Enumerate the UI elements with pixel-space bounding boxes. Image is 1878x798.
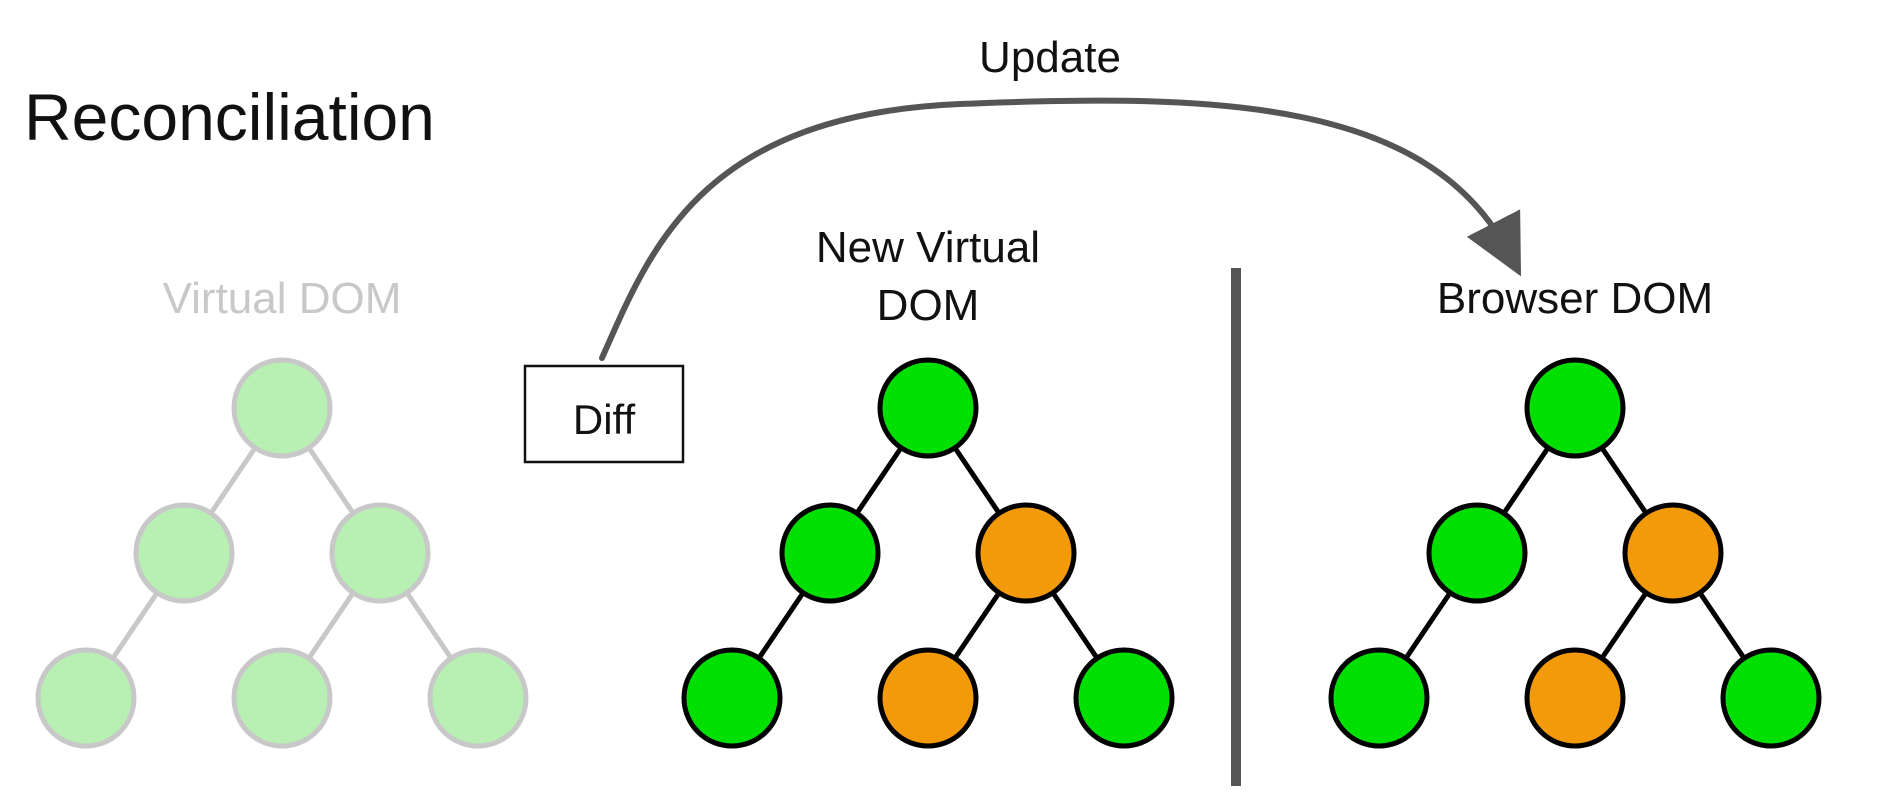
new-virtual-dom-label-line-0: New Virtual	[816, 223, 1040, 272]
browser-dom-node-3-unchanged	[1328, 647, 1430, 749]
virtual-dom-node-4-unchanged	[231, 647, 333, 749]
browser-dom-node-0-unchanged	[1524, 357, 1626, 459]
new-virtual-dom-node-2-changed	[975, 502, 1077, 604]
new-virtual-dom-node-3-unchanged	[681, 647, 783, 749]
virtual-dom-tree: Virtual DOM	[35, 274, 529, 749]
browser-dom-node-5-unchanged	[1720, 647, 1822, 749]
browser-dom-node-4-changed	[1524, 647, 1626, 749]
new-virtual-dom-node-1-unchanged	[779, 502, 881, 604]
page-title: Reconciliation	[24, 80, 435, 154]
update-arrow	[599, 97, 1522, 361]
browser-dom-label-line-0: Browser DOM	[1437, 274, 1713, 323]
new-virtual-dom-label-line-1: DOM	[877, 281, 980, 330]
browser-dom-node-1-unchanged	[1426, 502, 1528, 604]
virtual-dom-node-5-unchanged	[427, 647, 529, 749]
new-virtual-dom-node-4-changed	[877, 647, 979, 749]
virtual-dom-node-1-unchanged	[133, 502, 235, 604]
virtual-dom-label-line-0: Virtual DOM	[163, 274, 402, 323]
virtual-dom-node-2-unchanged	[329, 502, 431, 604]
diff-label: Diff	[573, 396, 636, 443]
diff-box	[523, 364, 685, 464]
update-label: Update	[979, 33, 1121, 82]
new-virtual-dom-node-0-unchanged	[877, 357, 979, 459]
browser-dom-tree: Browser DOM	[1328, 274, 1822, 749]
browser-dom-node-2-changed	[1622, 502, 1724, 604]
virtual-dom-node-3-unchanged	[35, 647, 137, 749]
new-virtual-dom-node-5-unchanged	[1073, 647, 1175, 749]
virtual-dom-node-0-unchanged	[231, 357, 333, 459]
